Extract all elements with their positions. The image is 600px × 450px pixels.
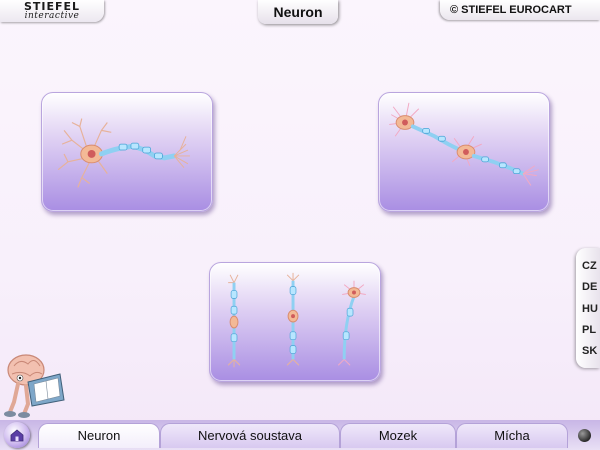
lang-hu[interactable]: HU (582, 303, 598, 315)
neuron-pair-illustration (389, 102, 539, 186)
nav-tab-micha[interactable]: Mícha (456, 423, 568, 448)
lang-pl[interactable]: PL (582, 324, 597, 336)
lang-sk[interactable]: SK (582, 345, 598, 357)
nav-tab-neuron[interactable]: Neuron (38, 423, 160, 448)
tile-neuron-types[interactable] (209, 262, 381, 382)
home-icon (10, 429, 24, 442)
nav-tab-nervova-soustava[interactable]: Nervová soustava (160, 423, 340, 448)
logo-subtitle: interactive (24, 11, 80, 21)
home-button[interactable] (4, 422, 30, 448)
copyright-label: © STIEFEL EUROCART (440, 0, 600, 20)
language-panel: CZ DE HU PL SK (576, 248, 600, 368)
header: STIEFEL interactive Neuron © STIEFEL EUR… (0, 0, 600, 24)
bottom-nav: Neuron Nervová soustava Mozek Mícha (0, 420, 600, 450)
lang-de[interactable]: DE (582, 281, 598, 293)
brain-mascot-icon (0, 348, 72, 418)
tile-neuron-pair[interactable] (378, 92, 550, 212)
stiefel-logo: STIEFEL interactive (0, 0, 104, 22)
menu-dot-icon[interactable] (578, 429, 591, 442)
tile-neuron-single[interactable] (41, 92, 213, 212)
page-title: Neuron (258, 0, 338, 24)
lang-cz[interactable]: CZ (582, 260, 597, 272)
logo-wordmark: STIEFEL (23, 0, 81, 13)
neuron-illustration (57, 118, 190, 188)
neuron-types-illustration (227, 272, 366, 368)
nav-tab-mozek[interactable]: Mozek (340, 423, 456, 448)
